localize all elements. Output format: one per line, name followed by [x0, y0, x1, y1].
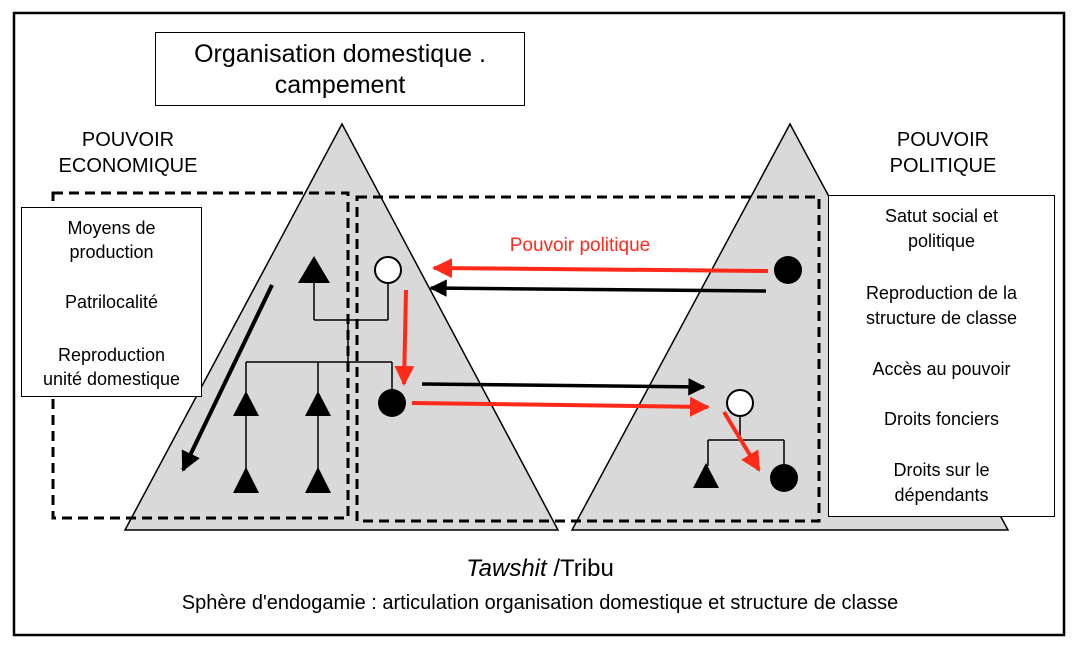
title-box: Organisation domestique . campement: [155, 32, 525, 106]
factor-line: Satut social et: [884, 206, 999, 226]
male-triangle-icon: [233, 391, 259, 416]
male-triangle-icon: [305, 391, 331, 416]
factor-means-of-production: Moyens de production: [22, 216, 201, 264]
female-filled-circle-icon: [774, 256, 802, 284]
male-triangle-icon: [233, 467, 259, 493]
reproduction-arrow: [181, 284, 274, 472]
red-arrow-right: [411, 396, 710, 417]
female-filled-circle-icon: [770, 464, 798, 492]
red-arrow-down: [394, 289, 415, 386]
political-sphere-dashed-box: [355, 195, 821, 523]
footer-caption: Sphère d'endogamie : articulation organi…: [181, 592, 899, 614]
factor-domestic-unit-reproduction: Reproduction unité domestique: [22, 343, 201, 391]
male-triangle-icon: [298, 256, 330, 283]
male-triangle-icon: [305, 467, 331, 493]
tribe-label-rest: /Tribu: [546, 555, 614, 582]
female-filled-circle-icon: [378, 389, 406, 417]
factor-line: Reproduction de la: [865, 283, 1018, 303]
black-arrow-left: [429, 279, 767, 297]
factor-land-rights: Droits fonciers: [883, 409, 1000, 429]
economic-heading-line-1: POUVOIR: [81, 129, 175, 151]
factor-class-structure-reproduction: Reproduction de la structure de classe: [829, 281, 1054, 331]
female-circle-icon: [374, 256, 402, 284]
political-factors-box: Satut social et politique Reproduction d…: [828, 195, 1055, 517]
outer-frame: [12, 11, 1066, 637]
red-arrow-diagonal: [722, 410, 761, 472]
tribe-label: Tawshit /Tribu: [340, 555, 740, 583]
title-line-1: Organisation domestique .: [194, 40, 486, 68]
factor-line: production: [69, 242, 154, 262]
factor-access-to-power: Accès au pouvoir: [872, 359, 1011, 379]
factor-line: Reproduction: [57, 345, 166, 365]
title-line-2: campement: [274, 71, 406, 99]
economic-heading-line-2: ECONOMIQUE: [58, 155, 198, 177]
tribe-label-italic: Tawshit: [466, 555, 547, 582]
right-kinship-tree: [707, 416, 785, 466]
female-circle-icon: [726, 389, 754, 417]
factor-line: dépendants: [894, 485, 989, 505]
economic-factors-box: Moyens de production Patrilocalité Repro…: [21, 207, 202, 397]
factor-patrilocality: Patrilocalité: [64, 292, 159, 312]
political-power-arrow-label: Pouvoir politique: [509, 235, 651, 256]
economic-power-heading: POUVOIR ECONOMIQUE: [44, 127, 212, 179]
red-political-power-arrow: [432, 258, 769, 279]
factor-line: Moyens de: [67, 218, 156, 238]
black-arrow-right: [421, 378, 706, 396]
political-heading-line-2: POLITIQUE: [889, 155, 997, 177]
factor-line: unité domestique: [42, 369, 181, 389]
left-pyramid: [123, 122, 560, 531]
left-kinship-tree: [245, 282, 393, 470]
factor-rights-over-dependants: Droits sur le dépendants: [829, 458, 1054, 508]
factor-line: Droits sur le: [893, 460, 990, 480]
factor-line: structure de classe: [865, 308, 1018, 328]
political-heading-line-1: POUVOIR: [896, 129, 990, 151]
factor-line: politique: [907, 231, 976, 251]
political-power-heading: POUVOIR POLITIQUE: [868, 127, 1018, 179]
male-triangle-icon: [693, 463, 719, 488]
factor-social-status: Satut social et politique: [829, 204, 1054, 254]
